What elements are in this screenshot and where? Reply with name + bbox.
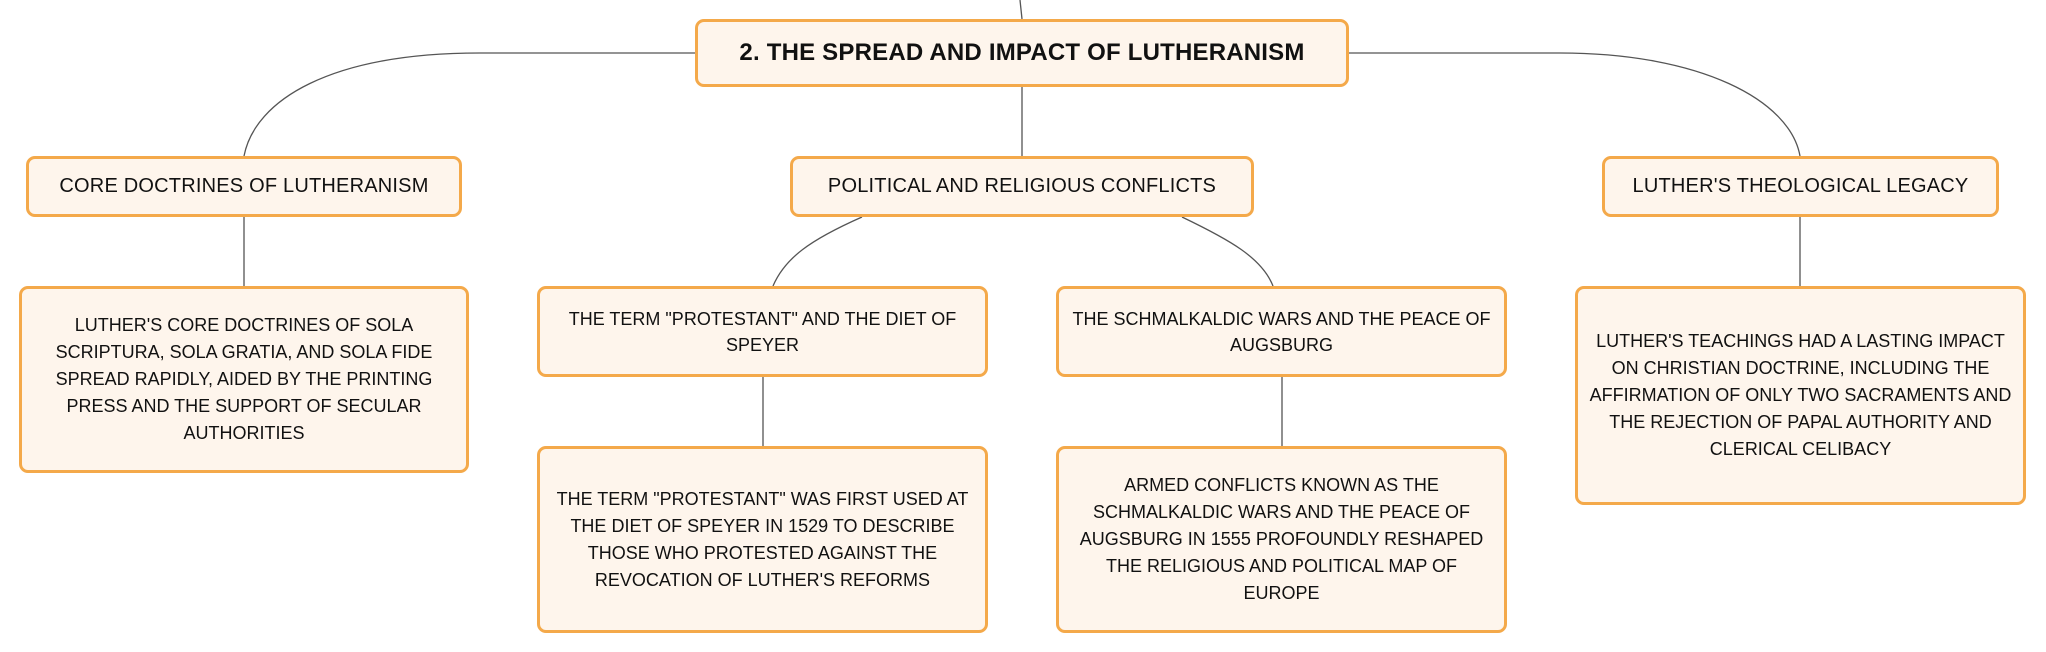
detail-schmalkaldic-text: ARMED CONFLICTS KNOWN AS THE SCHMALKALDI… [1079,475,1484,603]
connector-conflicts-protestant [772,216,863,287]
detail-theological-legacy[interactable]: LUTHER'S TEACHINGS HAD A LASTING IMPACT … [1575,286,2026,505]
topic-core-doctrines-label: CORE DOCTRINES OF LUTHERANISM [59,175,429,197]
detail-core-doctrines-text: LUTHER'S CORE DOCTRINES OF SOLA SCRIPTUR… [55,315,433,443]
topic-conflicts-label: POLITICAL AND RELIGIOUS CONFLICTS [827,175,1217,197]
root-topic-node[interactable]: 2. THE SPREAD AND IMPACT OF LUTHERANISM [695,19,1349,87]
detail-protestant-speyer[interactable]: THE TERM "PROTESTANT" WAS FIRST USED AT … [537,446,988,633]
connector-incoming-root [1019,0,1023,20]
detail-schmalkaldic-augsburg[interactable]: ARMED CONFLICTS KNOWN AS THE SCHMALKALDI… [1056,446,1507,633]
root-topic-label: 2. THE SPREAD AND IMPACT OF LUTHERANISM [739,39,1305,66]
detail-protestant-text: THE TERM "PROTESTANT" WAS FIRST USED AT … [556,488,969,590]
subtopic-protestant-label: THE TERM "PROTESTANT" AND THE DIET OF SP… [568,308,957,355]
detail-legacy-text: LUTHER'S TEACHINGS HAD A LASTING IMPACT … [1589,331,2012,459]
topic-theological-legacy[interactable]: LUTHER'S THEOLOGICAL LEGACY [1602,156,1999,217]
topic-political-religious-conflicts[interactable]: POLITICAL AND RELIGIOUS CONFLICTS [790,156,1254,217]
subtopic-schmalkaldic-augsburg[interactable]: THE SCHMALKALDIC WARS AND THE PEACE OF A… [1056,286,1507,377]
topic-legacy-label: LUTHER'S THEOLOGICAL LEGACY [1632,175,1969,197]
topic-core-doctrines[interactable]: CORE DOCTRINES OF LUTHERANISM [26,156,462,217]
detail-core-doctrines[interactable]: LUTHER'S CORE DOCTRINES OF SOLA SCRIPTUR… [19,286,469,473]
connector-conflicts-schmalkaldic [1181,216,1274,287]
subtopic-schmalkaldic-label: THE SCHMALKALDIC WARS AND THE PEACE OF A… [1072,308,1491,355]
subtopic-protestant-speyer[interactable]: THE TERM "PROTESTANT" AND THE DIET OF SP… [537,286,988,377]
connector-root-legacy [1349,52,1801,157]
connector-root-doctrines [243,52,695,157]
